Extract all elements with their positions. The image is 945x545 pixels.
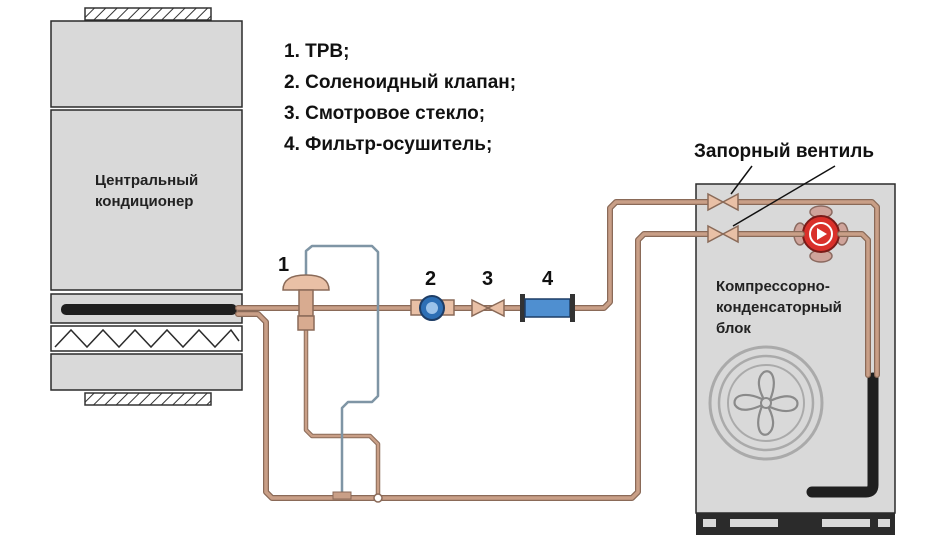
evaporator-coil [61,304,237,315]
zigzag-section [50,325,243,352]
base-vent-left [703,519,716,527]
indoor-unit-label-line1: Центральный [95,172,199,189]
outdoor-unit-label-line1: Компрессорно- [716,278,830,295]
shutoff-valve-label: Запорный вентиль [694,141,875,162]
outdoor-unit-label: Компрессорно- конденсаторный блок [716,276,842,339]
upper-section [50,20,243,108]
suction-junction [373,493,383,503]
fan-icon [708,345,824,461]
component-number-2: 2 [425,268,437,290]
zigzag-fins [54,328,240,349]
outdoor-unit-label-line3: блок [716,320,751,337]
shutoff-valve-lower-icon [707,224,739,244]
sight-glass-icon [471,298,505,318]
outdoor-base [696,513,895,535]
main-section [50,109,243,291]
suction-line [235,231,721,501]
legend-item-solenoid-valve: 2. Соленоидный клапан; [284,72,517,93]
indoor-unit-label-line2: кондиционер [95,193,194,210]
compressor-condensing-unit [695,183,896,535]
txv-icon [282,274,330,331]
sensing-bulb [332,491,352,500]
legend-item-txv: 1. ТРВ; [284,41,350,62]
filter-drier-icon [520,294,575,322]
base-vent-right [878,519,890,527]
capillary-tube [304,244,380,496]
legend-item-sight-glass: 3. Смотровое стекло; [284,103,486,124]
legend-item-filter-drier: 4. Фильтр-осушитель; [284,134,493,155]
outdoor-unit-label-line2: конденсаторный [716,299,842,316]
solenoid-valve-icon [410,295,455,321]
condenser-coil [806,372,879,498]
bottom-grille [84,392,212,406]
central-air-conditioner [50,7,243,406]
base-vent-center-left [730,519,778,527]
component-number-4: 4 [542,268,554,290]
lower-section [50,353,243,391]
component-legend: 1. ТРВ; 2. Соленоидный клапан; 3. Смотро… [284,36,516,160]
top-grille [84,7,212,21]
component-number-1: 1 [278,254,290,276]
indoor-unit-label: Центральный кондиционер [95,170,198,212]
shutoff-valve-upper-icon [707,192,739,212]
base-vent-center-right [822,519,870,527]
compressor-icon [793,205,849,263]
component-number-3: 3 [482,268,494,290]
leader-line-lower [732,165,836,227]
leader-line-upper [730,165,753,195]
